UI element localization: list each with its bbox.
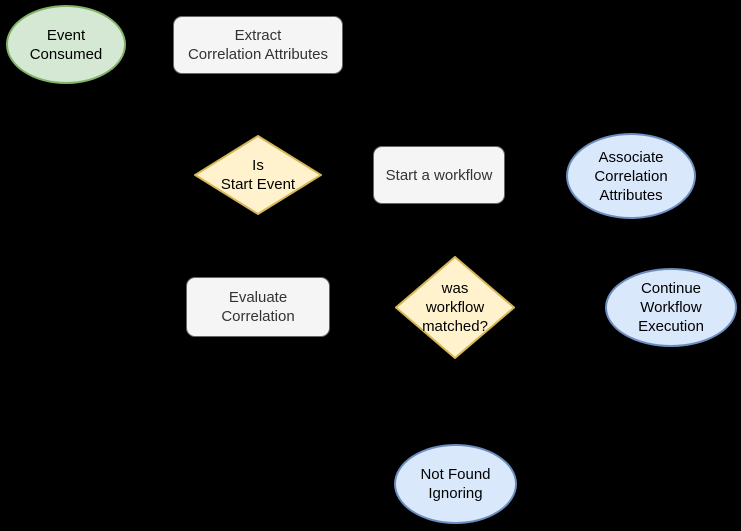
node-label: Is Start Event [220,157,296,193]
node-label: Start a workflow [385,166,493,184]
node-evaluate-correlation: Evaluate Correlation [186,277,330,337]
node-label: Extract Correlation Attributes [187,27,329,63]
node-not-found-ignoring: Not Found Ignoring [394,444,517,524]
node-was-workflow-matched: was workflow matched? [395,256,515,359]
node-event-consumed: Event Consumed [6,5,126,84]
node-extract-correlation-attributes: Extract Correlation Attributes [173,16,343,74]
node-associate-correlation-attributes: Associate Correlation Attributes [566,133,696,219]
node-label: was workflow matched? [422,280,488,335]
node-label: Event Consumed [29,26,103,63]
node-label: Continue Workflow Execution [638,280,704,335]
diamond-shape [395,256,515,359]
node-is-start-event: Is Start Event [194,135,322,215]
diamond-shape [194,135,322,215]
node-start-a-workflow: Start a workflow [373,146,505,204]
node-label: Associate Correlation Attributes [594,148,668,204]
node-label: Not Found Ignoring [420,466,491,502]
node-label: Evaluate Correlation [221,289,295,325]
node-continue-workflow-execution: Continue Workflow Execution [605,268,737,347]
